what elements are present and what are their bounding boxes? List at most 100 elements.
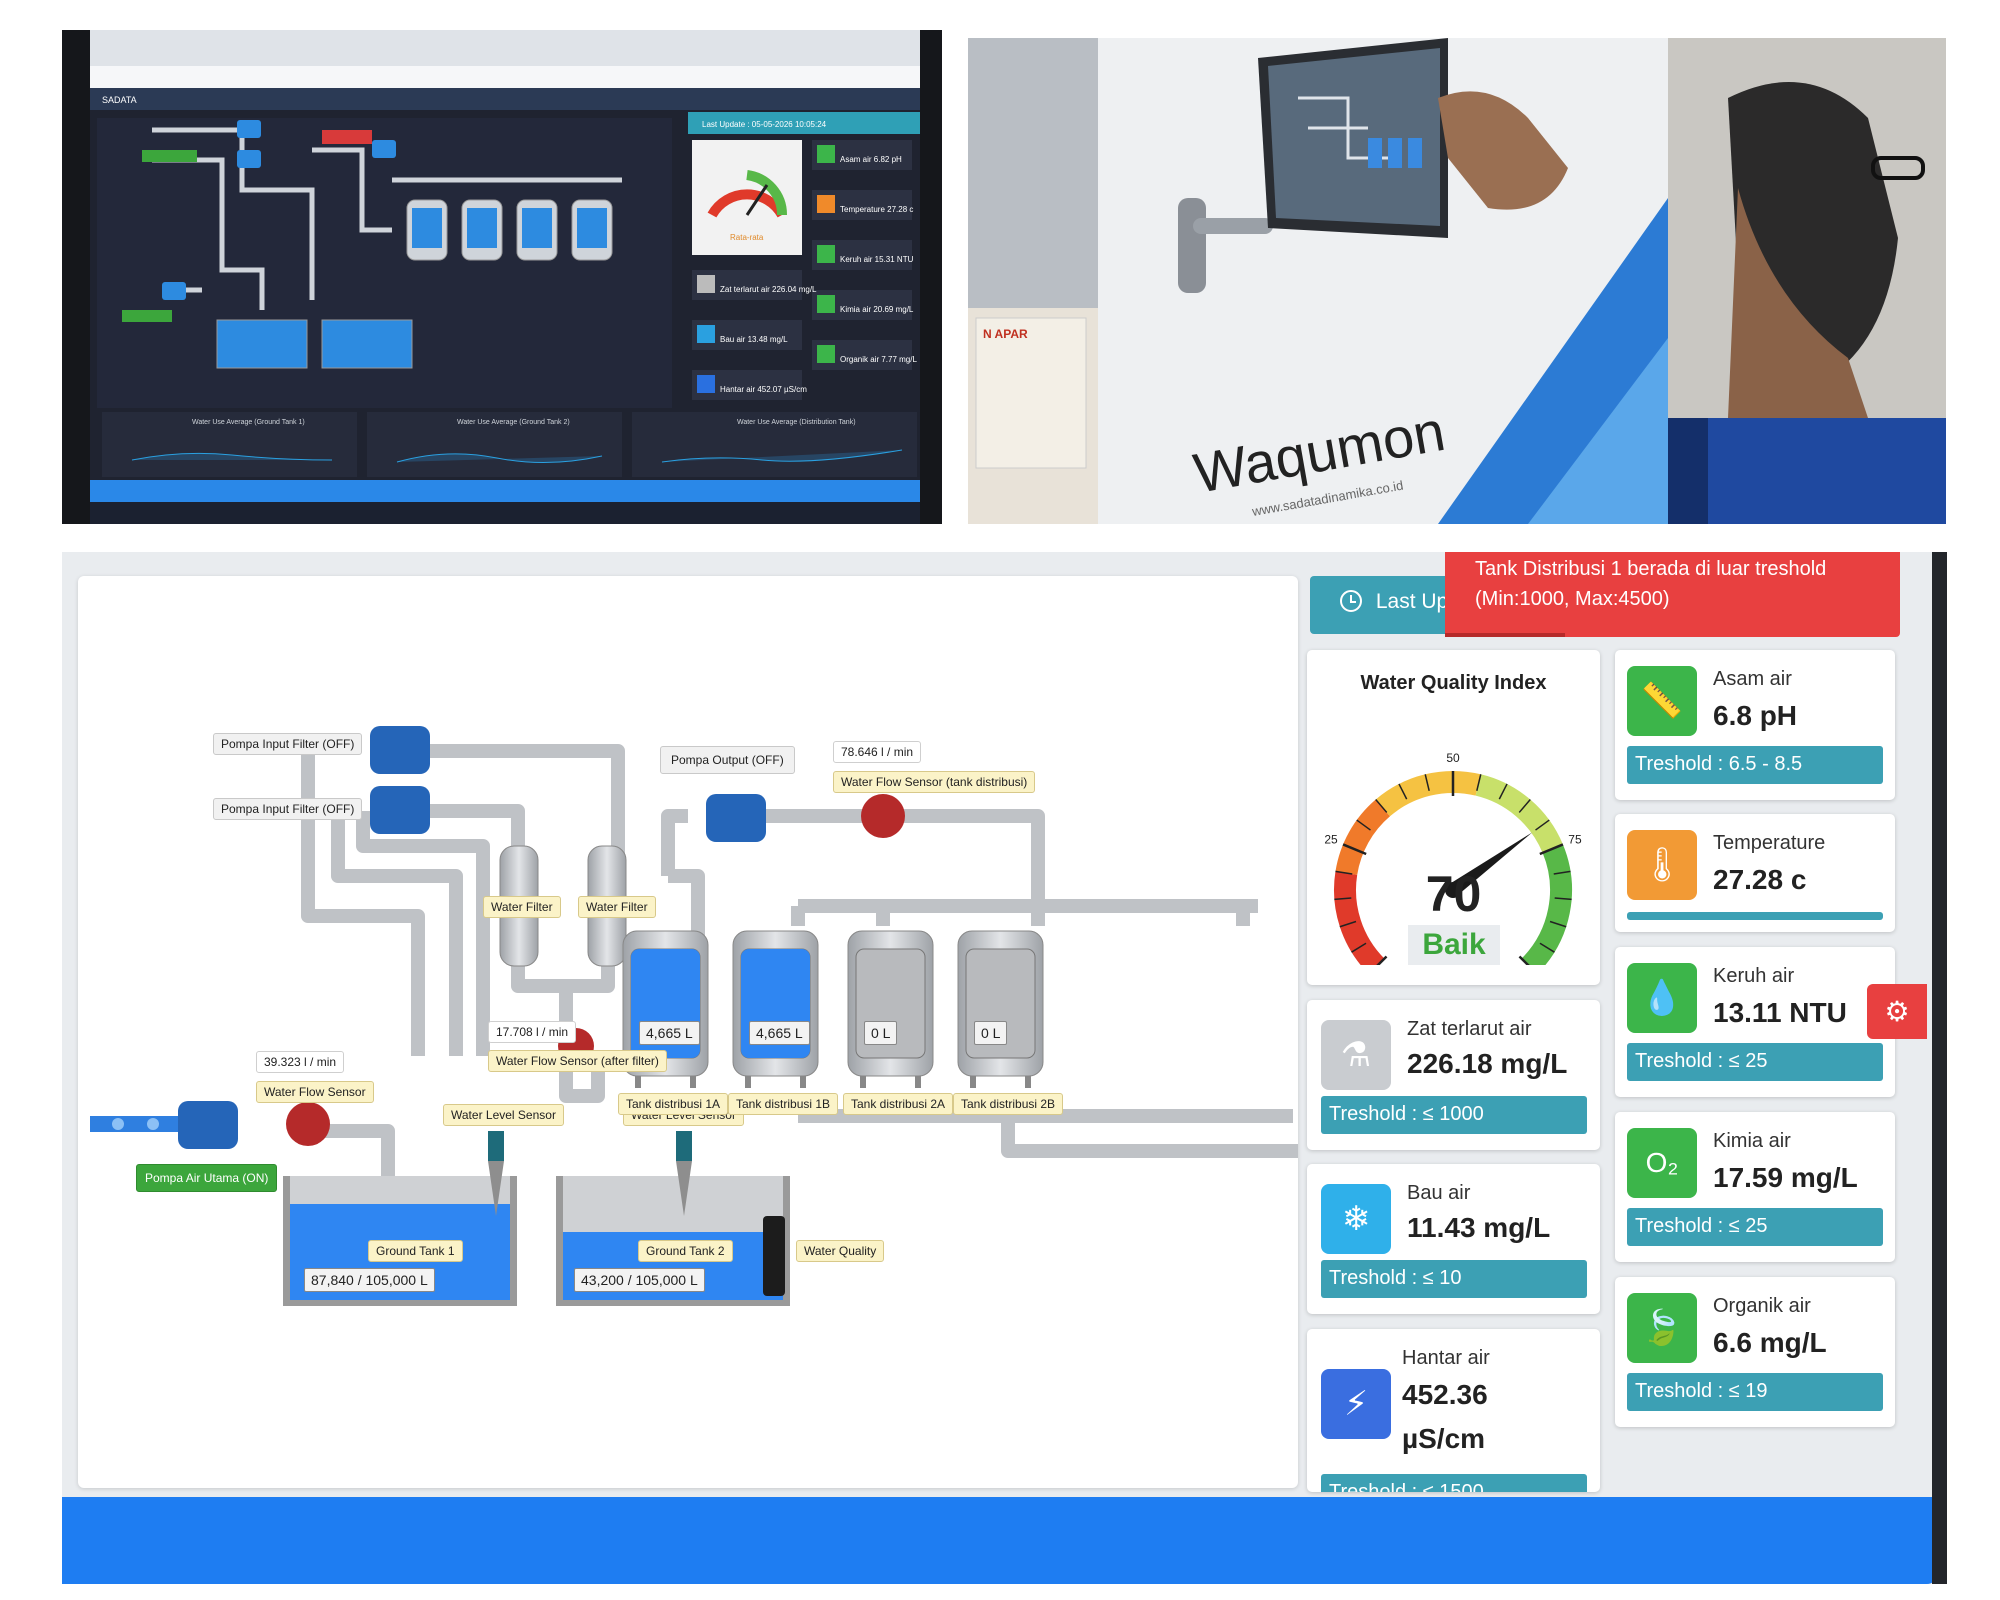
gauge-tick <box>1339 920 1357 928</box>
svg-text:N APAR: N APAR <box>983 327 1028 341</box>
gauge-tick <box>1342 843 1367 856</box>
threshold-alert-toast[interactable]: Tank Distribusi 1 berada di luar treshol… <box>1445 552 1900 637</box>
sensor-name: Zat terlarut air <box>1407 1018 1532 1040</box>
gauge-tick-label: 50 <box>1446 751 1460 765</box>
snowflake-icon: ❄ <box>1321 1184 1391 1254</box>
monitor-brand-text: SADATA <box>102 95 137 105</box>
lightning-icon: ⚡ <box>1321 1369 1391 1439</box>
sensor-card-zat: ⚗ Zat terlarut air 226.18 mg/L Treshold … <box>1307 1000 1600 1150</box>
sensor-name: Keruh air <box>1713 965 1795 987</box>
waqumon-dashboard: Pompa Input Filter (OFF) Pompa Input Fil… <box>62 552 1947 1584</box>
sensor-card-kimia: O₂ Kimia air 17.59 mg/L Treshold : ≤ 25 <box>1615 1112 1895 1262</box>
sensor-name: Bau air <box>1407 1182 1471 1204</box>
distribution-tank-volume: 4,665 L <box>749 1021 810 1045</box>
wqi-title: Water Quality Index <box>1360 672 1547 694</box>
gauge-needle <box>1448 832 1533 896</box>
distribution-tank-label: Tank distribusi 1B <box>728 1093 839 1115</box>
gauge-tick-label: 25 <box>1324 832 1338 846</box>
pump-main-status[interactable]: Pompa Air Utama (ON) <box>136 1164 278 1192</box>
gauge-tick <box>1539 843 1564 856</box>
gear-icon: ⚙ <box>1884 996 1910 1027</box>
monitor-chart-gt2-title: Water Use Average (Ground Tank 2) <box>457 419 570 426</box>
monitor-chart-dist-title: Water Use Average (Distribution Tank) <box>737 419 856 426</box>
sensor-value: 6.6 mg/L <box>1713 1327 1827 1358</box>
sensor-value: 17.59 mg/L <box>1713 1162 1858 1193</box>
flask-icon: ⚗ <box>1321 1020 1391 1090</box>
monitor-sensor-keruh: Keruh air 15.31 NTU <box>840 255 914 264</box>
gauge-tick <box>1498 783 1508 800</box>
gauge-tick <box>1553 870 1571 875</box>
distribution-tank-volume: 0 L <box>974 1021 1008 1045</box>
gauge-tick <box>1351 942 1367 953</box>
sensor-threshold: Treshold : ≤ 1500 <box>1321 1474 1587 1492</box>
footer-bar <box>62 1497 1937 1584</box>
distribution-tank-label: Tank distribusi 2A <box>843 1093 954 1115</box>
ruler-icon: 📏 <box>1627 666 1697 736</box>
gauge-tick <box>1535 819 1550 831</box>
alert-line-1: Tank Distribusi 1 berada di luar treshol… <box>1475 558 1827 580</box>
sensor-value: 226.18 mg/L <box>1407 1048 1568 1079</box>
gauge-segment <box>1475 774 1563 854</box>
gauge-tick <box>1476 774 1482 791</box>
monitor-sensor-hantar: Hantar air 452.07 µS/cm <box>720 385 807 394</box>
flow-main-value: 39.323 l / min <box>256 1051 345 1073</box>
photo-monitor-dashboard: SADATA <box>62 30 942 524</box>
monitor-sensor-organik: Organik air 7.77 mg/L <box>840 355 917 364</box>
flow-filter-label: Water Flow Sensor (after filter) <box>488 1050 667 1072</box>
panel-illustration: N APAR Waqumon www.sadatadinamika.co.id <box>968 38 1946 524</box>
last-update-text: Last Up <box>1375 590 1449 613</box>
sensor-name: Organik air <box>1713 1295 1811 1317</box>
gauge-tick <box>1334 897 1352 901</box>
settings-button[interactable]: ⚙ <box>1867 984 1927 1039</box>
ground-tank-1-volume: 87,840 / 105,000 L <box>304 1268 435 1292</box>
thermometer-icon: 🌡 <box>1627 830 1697 900</box>
pump-output-label: Pompa Output (OFF) <box>660 746 795 774</box>
distribution-tank-label: Tank distribusi 1A <box>618 1093 729 1115</box>
temperature-bar <box>1627 912 1883 920</box>
gauge-segment <box>1375 771 1481 817</box>
gauge-tick <box>1356 819 1371 831</box>
sensor-card-organik: 🍃 Organik air 6.6 mg/L Treshold : ≤ 19 <box>1615 1277 1895 1427</box>
sensor-value: 452.36 <box>1402 1379 1488 1410</box>
gauge-tick <box>1518 799 1531 813</box>
gauge-tick <box>1335 870 1353 875</box>
wqi-value: 70 <box>1425 866 1482 922</box>
wqi-gauge: 0255075100 <box>1324 751 1582 965</box>
ground-tank-1-label: Ground Tank 1 <box>368 1240 463 1262</box>
monitor-sensor-bau: Bau air 13.48 mg/L <box>720 335 788 344</box>
sensor-threshold: Treshold : ≤ 19 <box>1627 1373 1883 1411</box>
gauge-tick <box>1375 799 1388 813</box>
monitor-last-update: Last Update : 05-05-2026 10:05:24 <box>702 120 827 129</box>
sensor-card-asam: 📏 Asam air 6.8 pH Treshold : 6.5 - 8.5 <box>1615 650 1895 800</box>
water-quality-label: Water Quality <box>796 1240 885 1262</box>
wqi-card: Water Quality Index 0255075100 70 Baik <box>1307 650 1600 985</box>
gauge-tick <box>1549 920 1567 928</box>
monitor-illustration: SADATA <box>62 30 942 524</box>
flow-dist-label: Water Flow Sensor (tank distribusi) <box>833 771 1036 793</box>
flow-filter-value: 17.708 l / min <box>488 1021 577 1043</box>
gauge-tick <box>1518 955 1530 965</box>
ground-tank-2-volume: 43,200 / 105,000 L <box>574 1268 705 1292</box>
sensor-name: Temperature <box>1713 832 1826 854</box>
monitor-sensor-zat: Zat terlarut air 226.04 mg/L <box>720 285 817 294</box>
water-filter-2-label: Water Filter <box>578 896 656 918</box>
monitor-gauge-caption: Rata-rata <box>730 233 764 242</box>
gauge-tick <box>1539 942 1555 953</box>
photo-waqumon-panel: N APAR Waqumon www.sadatadinamika.co.id <box>968 38 1946 524</box>
monitor-sensor-temp: Temperature 27.28 c <box>840 205 913 214</box>
gauge-tick <box>1398 783 1408 800</box>
sensor-card-keruh: 💧 Keruh air 13.11 NTU Treshold : ≤ 25 <box>1615 947 1895 1097</box>
gauge-tick <box>1554 897 1572 901</box>
level-sensor-1-label: Water Level Sensor <box>443 1104 564 1126</box>
gauge-tick <box>1376 955 1388 965</box>
o2-icon: O₂ <box>1627 1128 1697 1198</box>
sensor-card-bau: ❄ Bau air 11.43 mg/L Treshold : ≤ 10 <box>1307 1164 1600 1314</box>
sensor-value: 13.11 NTU <box>1713 997 1847 1028</box>
clock-icon <box>1340 590 1362 612</box>
pump-input-filter-2-label: Pompa Input Filter (OFF) <box>213 798 363 820</box>
wqi-status-badge: Baik <box>1408 925 1500 965</box>
droplet-icon: 💧 <box>1627 963 1697 1033</box>
sensor-threshold: Treshold : ≤ 25 <box>1627 1043 1883 1081</box>
pump-icon <box>178 726 766 1149</box>
flow-main-label: Water Flow Sensor <box>256 1081 374 1103</box>
